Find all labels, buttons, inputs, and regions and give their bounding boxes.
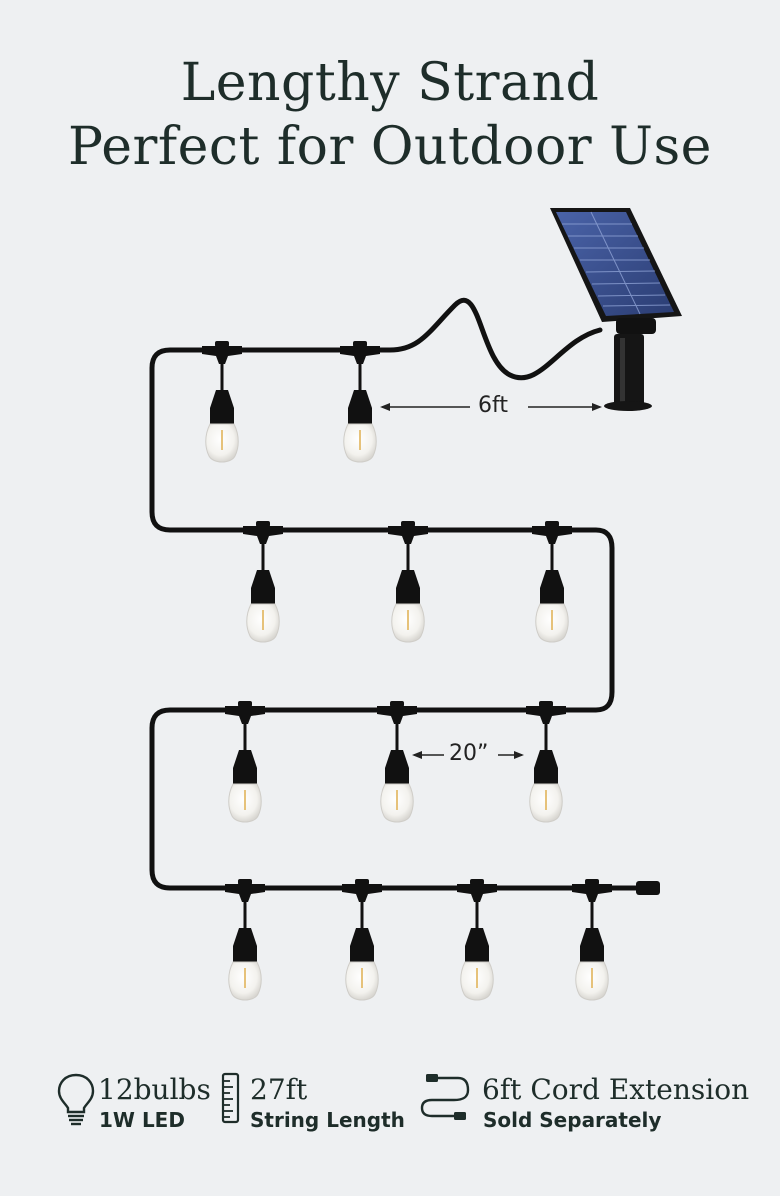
bulb: [457, 879, 497, 1001]
feature-length-value: 27ft: [250, 1073, 308, 1106]
bulb: [377, 701, 417, 823]
cable: [149, 297, 643, 891]
bulb-spacing-arrow: [412, 751, 524, 759]
feature-bulbs-value: 12bulbs: [98, 1073, 211, 1106]
bulb: [202, 341, 242, 463]
headline-line-2: Perfect for Outdoor Use: [68, 117, 712, 177]
end-connector: [636, 881, 660, 895]
headline-line-1: Lengthy Strand: [180, 53, 600, 113]
ruler-icon: [221, 1072, 240, 1124]
feature-extension-value: 6ft Cord Extension: [482, 1073, 750, 1106]
feature-bulbs-detail: 1W LED: [99, 1108, 185, 1132]
bulb: [572, 879, 612, 1001]
bulb: [532, 521, 572, 643]
feature-length-detail: String Length: [250, 1108, 405, 1132]
bulb: [225, 701, 265, 823]
bulb-spacing-label: 20”: [449, 741, 489, 766]
solar-stake: [604, 334, 652, 411]
bulb: [526, 701, 566, 823]
bulb: [243, 521, 283, 643]
bulb: [340, 341, 380, 463]
bulb: [225, 879, 265, 1001]
bulb: [388, 521, 428, 643]
bulb-icon: [57, 1073, 95, 1126]
solar-panel: [550, 208, 682, 334]
cord-length-label: 6ft: [478, 393, 508, 418]
bulb: [342, 879, 382, 1001]
cord-length-arrow: [380, 403, 602, 411]
cord-extension-icon: [420, 1074, 470, 1120]
feature-extension-detail: Sold Separately: [483, 1108, 662, 1132]
